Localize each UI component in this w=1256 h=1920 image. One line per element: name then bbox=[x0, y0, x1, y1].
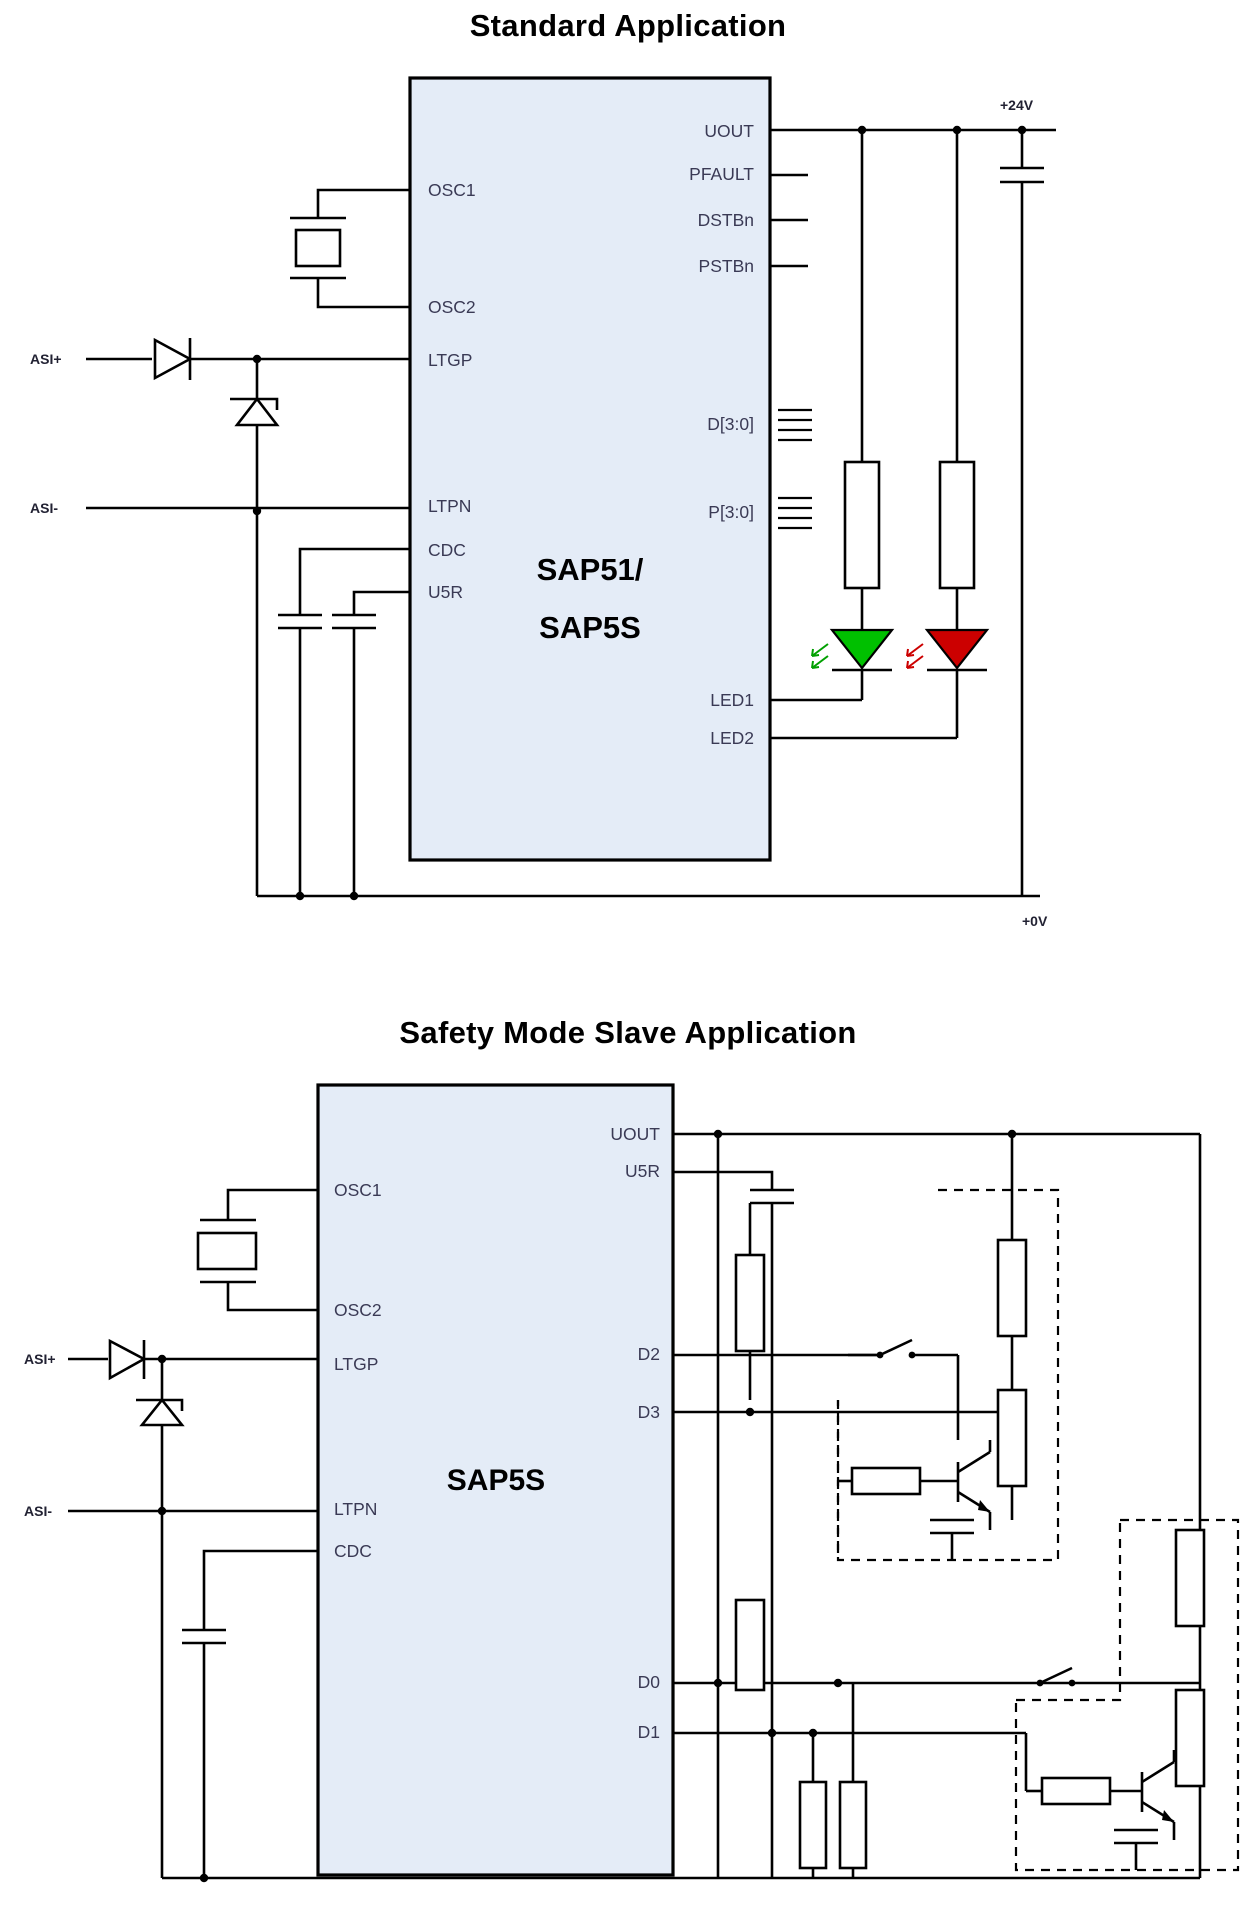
zener-diode-2 bbox=[136, 1354, 185, 1516]
zener-diode bbox=[230, 354, 280, 516]
standard-application-diagram: SAP51/ SAP5S OSC1 OSC2 LTGP LTPN CDC U5R… bbox=[30, 76, 1056, 929]
pin-label-cdc: CDC bbox=[428, 540, 466, 560]
led2-branch bbox=[770, 130, 990, 740]
pullup-resistor-3 bbox=[996, 1388, 1028, 1520]
junction-dot bbox=[199, 1873, 209, 1883]
led-red-icon bbox=[924, 628, 990, 670]
npn-transistor-1 bbox=[838, 1440, 992, 1560]
npn-transistor-2 bbox=[1024, 1733, 1176, 1870]
safety-switch-2 bbox=[1036, 1666, 1076, 1687]
pin-label-osc2-2: OSC2 bbox=[334, 1300, 382, 1320]
chip-body-sap5s bbox=[316, 1083, 675, 1877]
pin-label-osc2: OSC2 bbox=[428, 297, 476, 317]
pin-label-osc1-2: OSC1 bbox=[334, 1180, 382, 1200]
cdc-capacitor bbox=[278, 547, 410, 896]
pin-label-u5r: U5R bbox=[428, 582, 463, 602]
junction-dot bbox=[349, 891, 359, 901]
asi-minus-input: ASI- bbox=[30, 500, 410, 516]
pin-label-d0: D0 bbox=[638, 1672, 661, 1692]
net-label-asi-minus-2: ASI- bbox=[24, 1503, 52, 1519]
pin-label-cdc-2: CDC bbox=[334, 1541, 372, 1561]
asi-minus-input-2: ASI- bbox=[24, 1503, 318, 1519]
pin-label-led2: LED2 bbox=[710, 728, 754, 748]
pin-label-d3: D3 bbox=[638, 1402, 660, 1422]
led1-branch bbox=[770, 130, 895, 702]
chip-name-line1: SAP51/ bbox=[537, 552, 644, 587]
pin-label-osc1: OSC1 bbox=[428, 180, 476, 200]
junction-dot bbox=[808, 1728, 818, 1738]
pin-label-led1: LED1 bbox=[710, 690, 754, 710]
pin-label-dstbn: DSTBn bbox=[698, 210, 754, 230]
u5r-capacitor-2 bbox=[673, 1170, 794, 1878]
led1-resistor bbox=[843, 460, 881, 590]
chip-name-line2: SAP5S bbox=[539, 610, 641, 645]
safety-switch-1 bbox=[848, 1338, 960, 1440]
junction-dot bbox=[745, 1407, 755, 1417]
base-resistor-2 bbox=[1040, 1776, 1112, 1806]
pin-label-ltgp-2: LTGP bbox=[334, 1354, 378, 1374]
asi-plus-input-2: ASI+ bbox=[24, 1338, 318, 1381]
pin-label-p30: P[3:0] bbox=[708, 502, 754, 522]
junction-dot bbox=[833, 1678, 843, 1688]
bus-marker-d30 bbox=[778, 408, 812, 442]
junction-dot bbox=[252, 354, 262, 364]
net-label-asi-plus-2: ASI+ bbox=[24, 1351, 56, 1367]
net-label-24v: +24V bbox=[1000, 97, 1034, 113]
pullup-resistor-5 bbox=[1174, 1528, 1206, 1788]
led-green-icon bbox=[829, 628, 895, 670]
pullup-resistor-4 bbox=[734, 1598, 766, 1692]
pin-label-ltpn: LTPN bbox=[428, 496, 471, 516]
junction-dot bbox=[1017, 125, 1027, 135]
net-label-asi-minus: ASI- bbox=[30, 500, 58, 516]
oscillator-crystal bbox=[290, 188, 410, 309]
pin-label-pstbn: PSTBn bbox=[699, 256, 754, 276]
uout-rail-2 bbox=[673, 1129, 1202, 1878]
junction-dot bbox=[713, 1129, 723, 1139]
pin-label-d2: D2 bbox=[638, 1344, 660, 1364]
ground-rail-2 bbox=[160, 1511, 1200, 1883]
ground-rail: +0V bbox=[255, 511, 1048, 929]
chip-name-sap5s: SAP5S bbox=[447, 1464, 545, 1497]
safety-mode-title: Safety Mode Slave Application bbox=[399, 1015, 857, 1050]
net-label-asi-plus: ASI+ bbox=[30, 351, 62, 367]
base-resistor-1 bbox=[850, 1466, 922, 1496]
pullup-resistor-1 bbox=[734, 1203, 766, 1400]
junction-dot bbox=[295, 891, 305, 901]
led2-resistor bbox=[938, 460, 976, 590]
pin-label-d1: D1 bbox=[638, 1722, 660, 1742]
pin-label-d30: D[3:0] bbox=[707, 414, 754, 434]
asi-plus-input: ASI+ bbox=[30, 337, 410, 381]
pin-label-ltgp: LTGP bbox=[428, 350, 472, 370]
pin-label-pfault: PFAULT bbox=[689, 164, 754, 184]
pin-label-u5r-2: U5R bbox=[625, 1161, 660, 1181]
standard-application-title: Standard Application bbox=[469, 8, 787, 43]
net-label-0v: +0V bbox=[1022, 913, 1048, 929]
bus-marker-p30 bbox=[778, 496, 812, 530]
chip-body-sap51 bbox=[408, 76, 772, 862]
pin-label-uout: UOUT bbox=[704, 121, 754, 141]
supply-rail-24v: +24V bbox=[770, 97, 1056, 896]
cdc-capacitor-2 bbox=[182, 1549, 318, 1878]
u5r-capacitor bbox=[332, 590, 410, 896]
junction-dot bbox=[767, 1728, 777, 1738]
safety-mode-diagram: SAP5S OSC1 OSC2 LTGP LTPN CDC UOUT U5R D… bbox=[24, 1083, 1240, 1883]
oscillator-crystal-2 bbox=[196, 1188, 318, 1312]
safety-enclosure-lower bbox=[1014, 1518, 1240, 1872]
pin-label-uout-2: UOUT bbox=[610, 1124, 660, 1144]
pin-label-ltpn-2: LTPN bbox=[334, 1499, 377, 1519]
junction-dot bbox=[157, 1354, 167, 1364]
bottom-resistors bbox=[798, 1683, 868, 1878]
junction-dot bbox=[713, 1678, 723, 1688]
pullup-resistor-2 bbox=[996, 1134, 1028, 1390]
